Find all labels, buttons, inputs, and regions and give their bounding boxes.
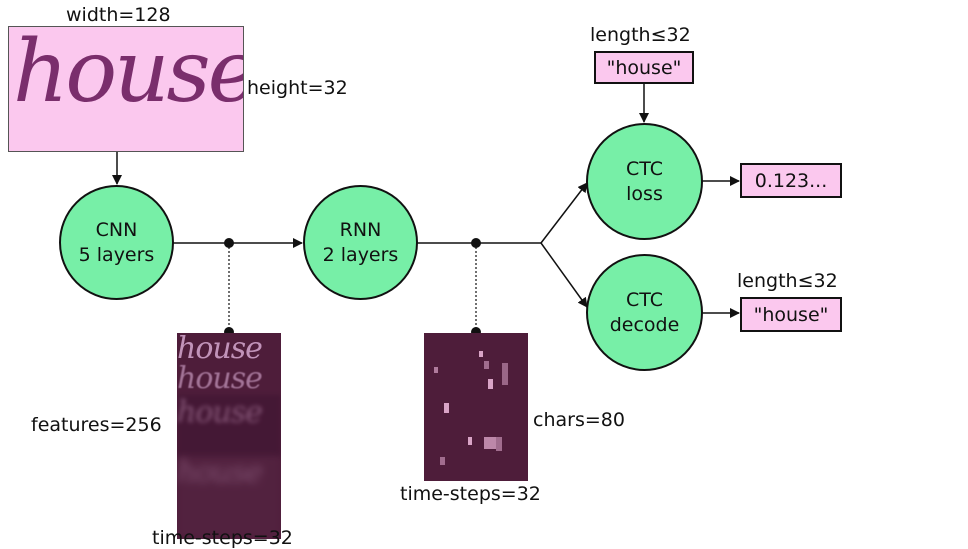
ctc-loss-node: CTC loss (586, 123, 703, 240)
prob-cell (444, 403, 449, 413)
decoded-text-box: "house" (740, 297, 842, 332)
prob-cell (502, 363, 508, 385)
arrow-to-ctc-decode (540, 242, 588, 308)
height-label: height=32 (247, 77, 348, 99)
prob-cell (434, 367, 438, 373)
prob-cell (468, 437, 472, 445)
ground-truth-length-label: length≤32 (590, 24, 691, 46)
feature-map: house house house house (177, 333, 281, 539)
cnn-layers: 5 layers (78, 243, 155, 266)
decoded-length-label: length≤32 (737, 270, 838, 292)
feature-band: house (177, 333, 263, 366)
input-handwriting: house (13, 26, 244, 122)
chars-timesteps-label: time-steps=32 (400, 483, 541, 505)
ground-truth-box: "house" (594, 51, 694, 84)
loss-value-box: 0.123... (740, 163, 842, 198)
input-image: house (8, 26, 244, 152)
features-label: features=256 (31, 414, 162, 436)
ctc-loss-title: CTC (625, 157, 664, 180)
rnn-node: RNN 2 layers (303, 185, 418, 300)
rnn-title: RNN (339, 218, 382, 241)
ctc-decode-subtitle: decode (609, 313, 680, 336)
char-probability-map (424, 333, 528, 481)
width-label: width=128 (66, 4, 171, 26)
cnn-title: CNN (95, 218, 138, 241)
cnn-node: CNN 5 layers (59, 185, 174, 300)
feature-band: house (177, 455, 281, 539)
prob-cell (496, 437, 502, 451)
prob-cell (479, 351, 483, 357)
ctc-decode-title: CTC (625, 288, 664, 311)
ctc-loss-subtitle: loss (626, 182, 663, 205)
chars-label: chars=80 (533, 409, 625, 431)
features-timesteps-label: time-steps=32 (152, 527, 293, 549)
feature-band: house (177, 395, 281, 457)
prob-cell (484, 437, 496, 449)
rnn-layers: 2 layers (322, 243, 399, 266)
prob-cell (488, 379, 493, 389)
feature-band: house (177, 361, 263, 396)
arrow-to-ctc-loss (540, 182, 588, 244)
prob-cell (484, 361, 489, 369)
ctc-decode-node: CTC decode (586, 254, 703, 371)
prob-cell (440, 457, 445, 465)
